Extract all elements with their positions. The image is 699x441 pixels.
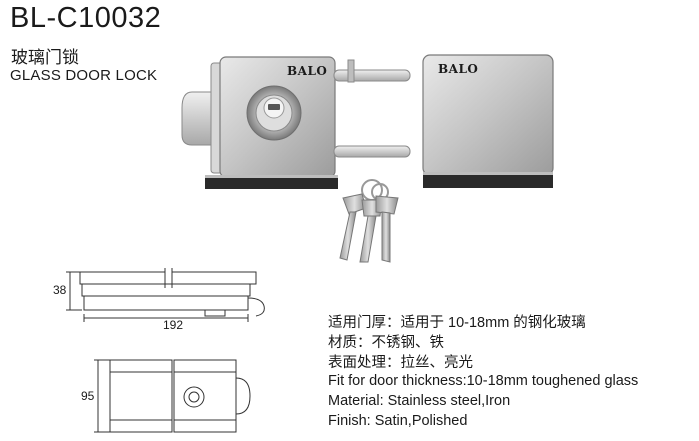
strike-plate-right (422, 54, 554, 188)
brand-logo-lock: BALO (287, 64, 328, 78)
spec-material-zh: 材质：不锈钢、铁 (328, 335, 444, 351)
brand-logo-strike: BALO (438, 62, 479, 76)
dimension-width: 192 (163, 318, 184, 332)
front-view-drawing (94, 359, 251, 433)
spec-material-en: Material: Stainless steel,Iron (328, 393, 511, 409)
keys-illustration (339, 179, 399, 263)
side-view-drawing (66, 268, 265, 322)
dimension-height-side: 38 (53, 283, 67, 297)
product-title-chinese: 玻璃门锁 (11, 48, 79, 68)
dimension-height-front: 95 (81, 389, 95, 403)
lock-body-left (181, 56, 338, 189)
spec-finish-en: Finish: Satin,Polished (328, 413, 468, 429)
spec-door-thickness-en: Fit for door thickness:10-18mm toughened… (328, 373, 639, 389)
product-title-english: GLASS DOOR LOCK (10, 67, 158, 84)
connecting-rods (333, 59, 411, 158)
spec-door-thickness-zh: 适用门厚：适用于 10-18mm 的钢化玻璃 (328, 315, 586, 331)
model-number: BL-C10032 (10, 2, 162, 34)
spec-finish-zh: 表面处理：拉丝、亮光 (328, 355, 473, 371)
